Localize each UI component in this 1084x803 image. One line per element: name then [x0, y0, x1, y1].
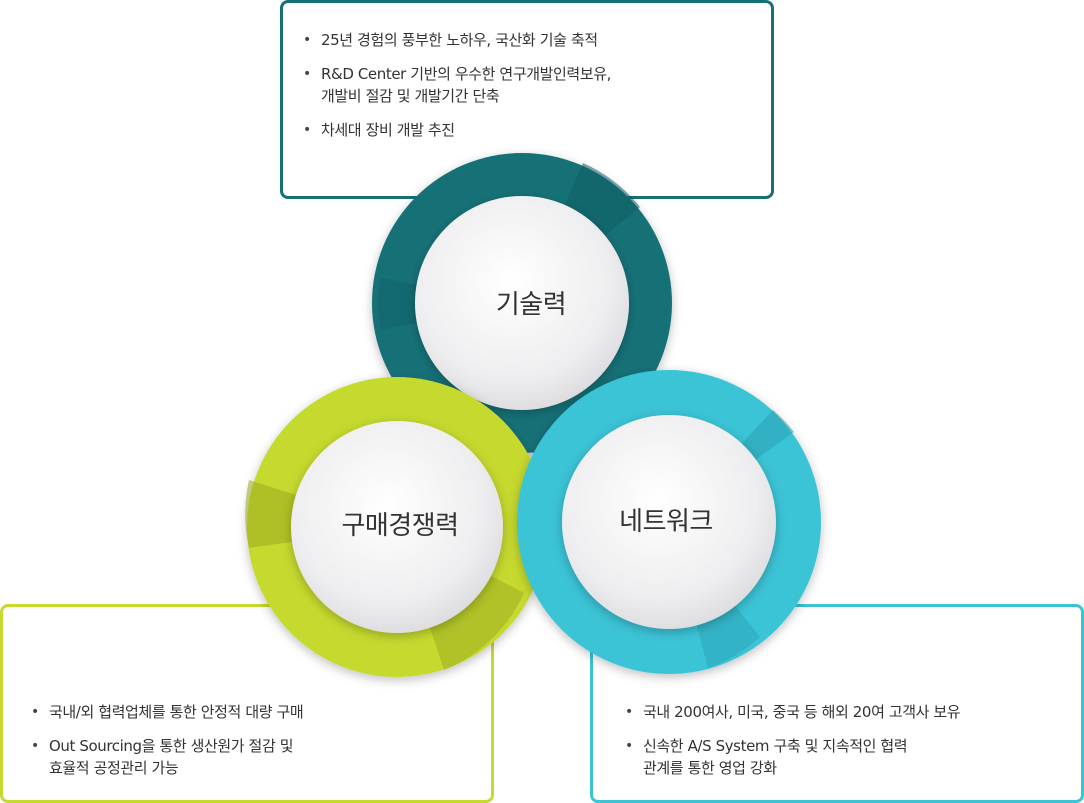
network-label: 네트워크	[619, 507, 713, 537]
network-inner-disc	[562, 415, 776, 629]
bullet-item: 신속한 A/S System 구축 및 지속적인 협력 관계를 통한 영업 강화	[625, 735, 960, 779]
bullet-item: 25년 경험의 풍부한 노하우, 국산화 기술 축적	[303, 29, 611, 51]
technology-label: 기술력	[496, 290, 566, 320]
purchasing-inner-disc	[291, 421, 503, 633]
bullet-item: 국내 200여사, 미국, 중국 등 해외 20여 고객사 보유	[625, 701, 961, 723]
bullet-item: 차세대 장비 개발 추진	[303, 119, 611, 141]
purchasing-description-box: 국내/외 협력업체를 통한 안정적 대량 구매 Out Sourcing을 통한…	[0, 604, 494, 803]
network-bullet-list: 국내 200여사, 미국, 중국 등 해외 20여 고객사 보유 신속한 A/S…	[625, 701, 961, 791]
network-ring: 네트워크	[517, 370, 821, 674]
technology-inner-disc	[415, 196, 629, 410]
technology-bullet-list: 25년 경험의 풍부한 노하우, 국산화 기술 축적 R&D Center 기반…	[303, 29, 611, 153]
purchasing-label: 구매경쟁력	[341, 511, 458, 541]
network-description-box: 국내 200여사, 미국, 중국 등 해외 20여 고객사 보유 신속한 A/S…	[590, 604, 1084, 803]
purchasing-bullet-list: 국내/외 협력업체를 통한 안정적 대량 구매 Out Sourcing을 통한…	[31, 701, 304, 791]
technology-ring: 기술력	[372, 153, 672, 453]
bullet-item: R&D Center 기반의 우수한 연구개발인력보유, 개발비 절감 및 개발…	[303, 63, 611, 107]
purchasing-ring: 구매경쟁력	[245, 377, 547, 677]
bullet-item: 국내/외 협력업체를 통한 안정적 대량 구매	[31, 701, 304, 723]
bullet-item: Out Sourcing을 통한 생산원가 절감 및 효율적 공정관리 가능	[31, 735, 303, 779]
